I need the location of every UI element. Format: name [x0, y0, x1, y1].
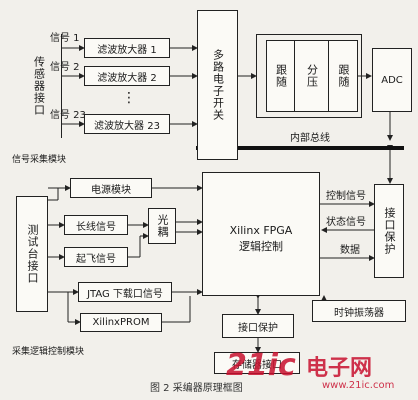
voltage-divider-label: 分压	[305, 64, 319, 88]
watermark-url: www.21ic.com	[322, 380, 395, 391]
watermark-brand: 电子网	[306, 356, 373, 381]
test-interface-label: 测试台接口	[26, 224, 39, 284]
site-watermark: 21ic 电子网 www.21ic.com	[226, 348, 416, 398]
long-line-signal: 长线信号	[64, 215, 128, 235]
follow-group-frame	[256, 34, 362, 118]
filter-amp-2-label: 滤波放大器 2	[97, 72, 157, 84]
control-signal-label: 控制信号	[326, 191, 366, 202]
adc-label: ADC	[381, 74, 403, 86]
power-module-label: 电源模块	[91, 184, 131, 196]
signal-label-23: 信号 23	[50, 110, 86, 121]
sensor-interface: 传感器接口	[16, 34, 62, 138]
follower-1: 跟随	[266, 40, 294, 112]
filter-amp-23-label: 滤波放大器 23	[94, 120, 160, 132]
fpga-title: Xilinx FPGA	[229, 224, 293, 237]
jtag-download-label: JTAG 下载口信号	[87, 288, 163, 300]
interface-protection-bottom-label: 接口保护	[238, 322, 278, 334]
clock-oscillator: 时钟振荡器	[312, 300, 406, 322]
clock-oscillator-label: 时钟振荡器	[334, 307, 384, 319]
fpga-subtitle: 逻辑控制	[239, 240, 283, 253]
takeoff-signal-label: 起飞信号	[76, 253, 116, 265]
storage-interface: 存储器接口	[214, 352, 300, 374]
xilinx-prom-label: XilinxPROM	[92, 317, 150, 328]
follower-1-label: 跟随	[274, 64, 288, 88]
jtag-download: JTAG 下载口信号	[78, 282, 172, 302]
interface-protection-right-label: 接口保护	[383, 207, 396, 255]
follower-2-label: 跟随	[337, 64, 350, 88]
sensor-interface-label: 传感器接口	[32, 56, 46, 116]
status-signal-label: 状态信号	[326, 217, 366, 228]
interface-protection-right: 接口保护	[374, 184, 404, 278]
signal-label-2: 信号 2	[50, 62, 80, 73]
multiplexer: 多路电子开关	[197, 10, 238, 160]
fpga-logic: Xilinx FPGA 逻辑控制	[202, 172, 320, 296]
signal-label-1: 信号 1	[50, 33, 80, 44]
optocoupler: 光耦	[148, 208, 176, 244]
acquisition-module-label: 信号采集模块	[12, 155, 67, 165]
power-module: 电源模块	[70, 178, 152, 198]
filter-amp-2: 滤波放大器 2	[84, 66, 170, 86]
filter-amp-23: 滤波放大器 23	[84, 114, 170, 134]
filter-amp-1-label: 滤波放大器 1	[97, 44, 157, 56]
ellipsis: ⋮	[122, 90, 136, 106]
figure-caption: 图 2 采编器原理框图	[150, 383, 243, 394]
long-line-signal-label: 长线信号	[76, 221, 116, 233]
test-interface: 测试台接口	[16, 196, 48, 312]
filter-amp-1: 滤波放大器 1	[84, 38, 170, 58]
voltage-divider: 分压	[294, 40, 328, 112]
logic-module-label: 采集逻辑控制模块	[12, 347, 85, 357]
takeoff-signal: 起飞信号	[64, 247, 128, 267]
watermark-main: 21ic	[226, 348, 296, 383]
interface-protection-bottom: 接口保护	[222, 314, 294, 338]
adc: ADC	[372, 48, 412, 112]
optocoupler-label: 光耦	[156, 214, 169, 238]
xilinx-prom: XilinxPROM	[80, 313, 162, 332]
multiplexer-label: 多路电子开关	[211, 49, 225, 121]
internal-bus-label: 内部总线	[290, 133, 330, 144]
data-label: 数据	[340, 245, 360, 256]
storage-interface-label: 存储器接口	[232, 359, 282, 371]
follower-2: 跟随	[328, 40, 358, 112]
